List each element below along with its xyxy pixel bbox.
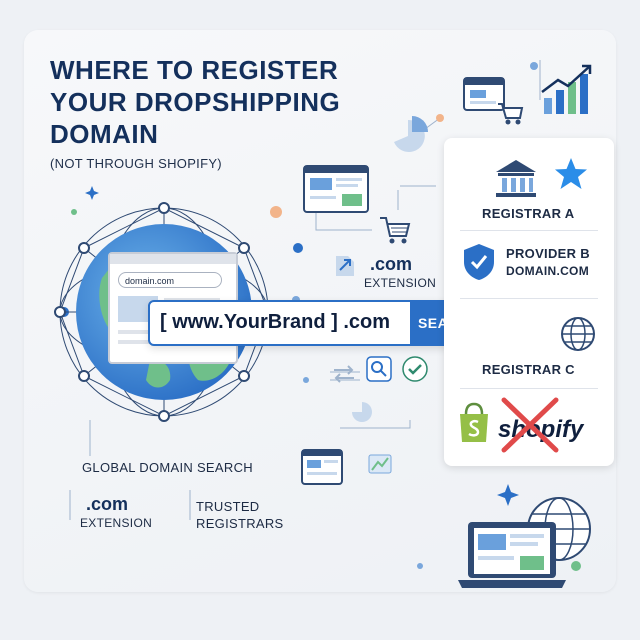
bottom-extension-label: EXTENSION xyxy=(80,516,153,530)
pie-chart-icon xyxy=(352,402,372,422)
check-circle-icon xyxy=(402,356,428,382)
bank-icon xyxy=(496,160,536,197)
image-icon xyxy=(368,454,392,474)
decor-dot xyxy=(436,114,444,122)
growth-chart-icon xyxy=(541,64,592,114)
shopify-bag-icon xyxy=(460,402,488,442)
trusted-registrars-label: TRUSTED REGISTRARS xyxy=(196,499,284,531)
decor-dot xyxy=(571,561,581,571)
page-subtitle: (NOT THROUGH SHOPIFY) xyxy=(50,156,222,171)
cross-out-icon xyxy=(501,397,559,453)
registrar-c-label[interactable]: REGISTRAR C xyxy=(482,362,575,377)
divider xyxy=(460,298,598,299)
extension-label: EXTENSION xyxy=(364,276,437,290)
browser-cart-icon xyxy=(463,77,524,125)
pointer-arrow-icon xyxy=(336,256,354,276)
swap-arrows-icon xyxy=(334,365,354,383)
search-input[interactable]: [ www.YourBrand ] .com xyxy=(160,311,391,333)
star-icon xyxy=(555,158,587,189)
shield-check-icon xyxy=(464,244,494,280)
url-field[interactable]: domain.com xyxy=(118,272,222,288)
sparkle-icon xyxy=(85,186,99,200)
page-title: WHERE TO REGISTER YOUR DROPSHIPPING DOMA… xyxy=(50,55,341,149)
browser-window-icon xyxy=(301,449,343,485)
window-titlebar xyxy=(110,254,236,264)
com-label: .com xyxy=(370,254,413,274)
global-search-label: GLOBAL DOMAIN SEARCH xyxy=(82,460,253,475)
registrar-a-label[interactable]: REGISTRAR A xyxy=(482,206,575,221)
cart-icon xyxy=(380,217,411,244)
provider-b-sublabel: DOMAIN.COM xyxy=(506,264,589,278)
browser-window-icon xyxy=(303,165,369,213)
magnifier-icon xyxy=(366,356,392,382)
decor-dot xyxy=(530,62,538,70)
decor-dot xyxy=(303,377,309,383)
bottom-com-label: .com xyxy=(86,494,129,514)
decor-dot xyxy=(270,206,282,218)
divider xyxy=(460,230,598,231)
registrar-panel: REGISTRAR A PROVIDER B DOMAIN.COM REGIST… xyxy=(444,138,614,466)
decor-dot xyxy=(71,209,77,215)
globe-icon xyxy=(561,317,595,351)
laptop-icon xyxy=(458,522,566,588)
provider-b-label[interactable]: PROVIDER B xyxy=(506,246,590,261)
divider xyxy=(460,388,598,389)
decor-dot xyxy=(293,243,303,253)
sparkle-icon xyxy=(497,484,519,506)
pie-chart-icon xyxy=(394,116,428,152)
decor-dot xyxy=(417,563,423,569)
